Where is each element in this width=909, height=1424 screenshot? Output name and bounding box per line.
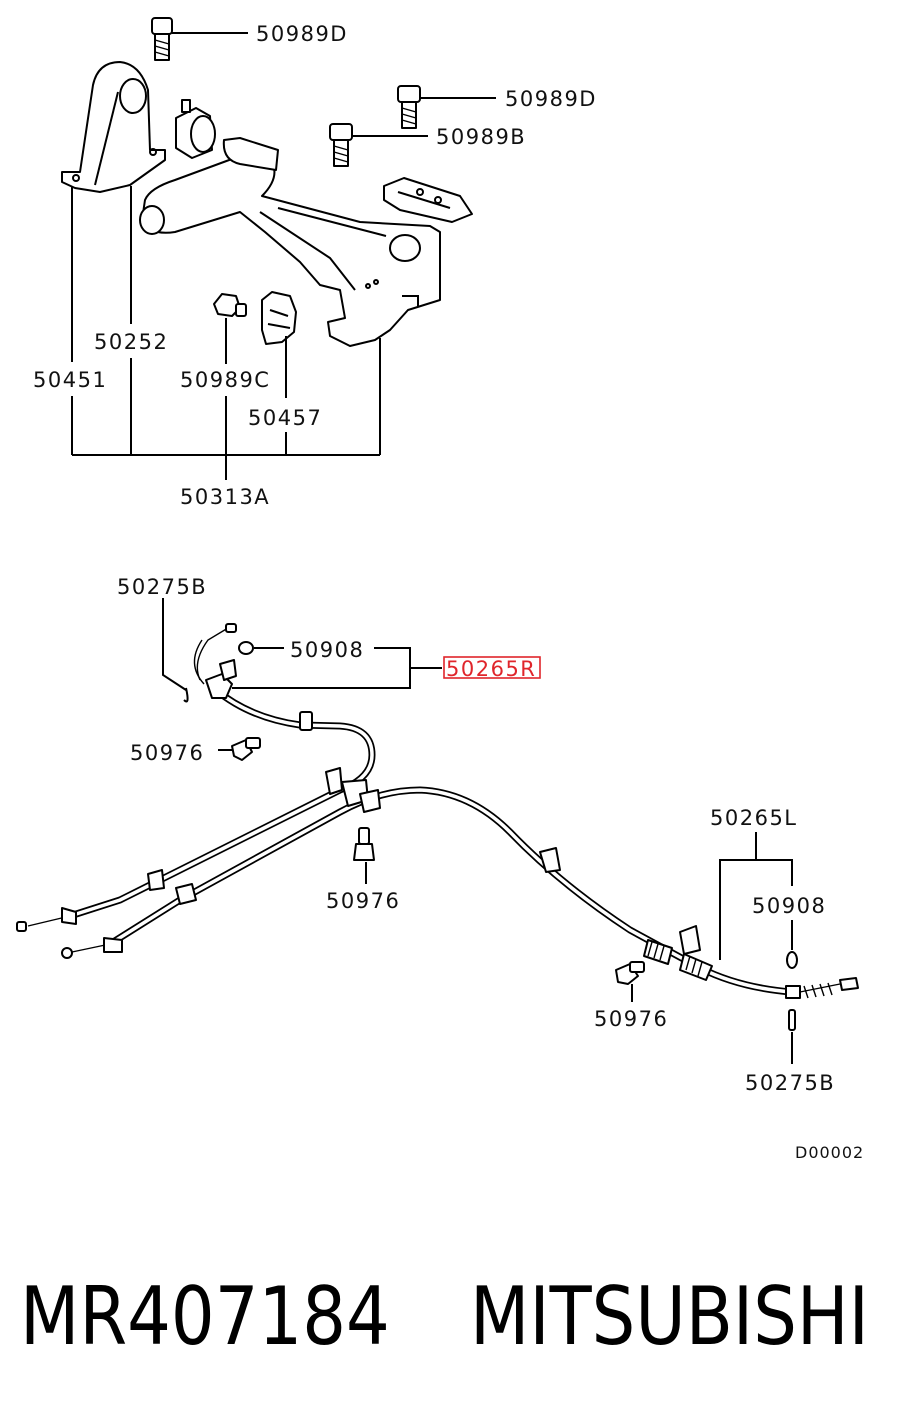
part-number: MR407184 (20, 1270, 390, 1363)
parking-brake-lever-50252 (139, 137, 441, 347)
bolt-50976-left (231, 737, 261, 761)
lower-leader-lines (162, 598, 793, 1064)
bolt-50976-bottom (615, 961, 645, 985)
callout-50252: 50252 (94, 330, 168, 354)
callout-50976-left: 50976 (130, 741, 204, 765)
ratchet-bracket (383, 177, 473, 223)
callout-50313A: 50313A (180, 485, 270, 509)
bolt-50976-mid (353, 827, 375, 861)
cable-clips (147, 711, 701, 955)
callout-50989D-right: 50989D (505, 87, 597, 111)
pin-50275B-bottom (788, 1009, 796, 1031)
cable-equalizer-end (183, 623, 237, 703)
callout-50908-top: 50908 (290, 638, 364, 662)
diagram-code: D00002 (795, 1143, 864, 1162)
bolt-50989B (329, 123, 353, 167)
callout-50275B-bottom: 50275B (745, 1071, 835, 1095)
callout-50976-mid: 50976 (326, 889, 400, 913)
upper-leader-lines (71, 32, 496, 480)
callout-50265L: 50265L (710, 806, 798, 830)
callout-50908-right: 50908 (752, 894, 826, 918)
callout-50989D-top: 50989D (256, 22, 348, 46)
callout-50989B: 50989B (436, 125, 526, 149)
switch-clip (175, 99, 216, 159)
callout-50976-bottom: 50976 (594, 1007, 668, 1031)
bolt-50989D-top (151, 17, 173, 61)
washer-50908-right (786, 951, 798, 969)
nut-50989C (213, 293, 247, 317)
washer-50908-top (238, 641, 254, 655)
callout-50451: 50451 (33, 368, 107, 392)
highlight-box (443, 656, 541, 679)
callout-50275B-top: 50275B (117, 575, 207, 599)
cable-50265L (61, 786, 796, 996)
callout-50457: 50457 (248, 406, 322, 430)
callout-50989C: 50989C (180, 368, 270, 392)
brand-name: MITSUBISHI (470, 1270, 869, 1363)
bracket-50457 (261, 291, 297, 345)
bracket-50451 (61, 61, 166, 193)
callout-50265R: 50265R (446, 657, 536, 681)
cable-boots (643, 939, 859, 999)
footer: MR407184 MITSUBISHI (0, 1262, 909, 1372)
bolt-50989D-right (397, 85, 421, 129)
